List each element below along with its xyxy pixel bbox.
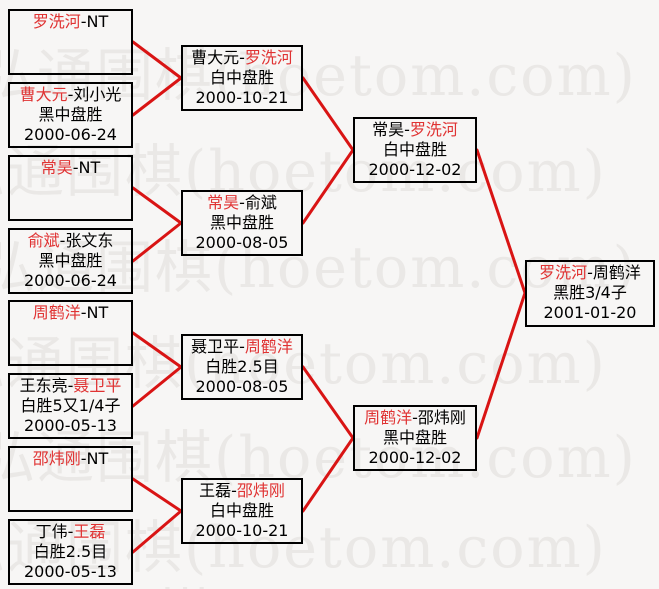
matchup: 罗洗河-周鹤洋: [527, 263, 653, 283]
matchup: 邵炜刚-NT: [10, 449, 131, 469]
winner-name: 常昊: [40, 158, 73, 177]
connector-line: [301, 76, 355, 152]
match-date: 2000-06-24: [24, 125, 117, 144]
match-box-r1-5: 周鹤洋-NT: [8, 300, 133, 366]
winner-name: 周鹤洋: [364, 408, 413, 427]
match-result: 白中盘胜: [209, 68, 274, 87]
matchup: 王磊-邵炜刚: [183, 481, 301, 501]
match-box-r2-3: 聂卫平-周鹤洋 白胜2.5目 2000-08-05: [181, 334, 303, 400]
match-date: 2000-10-21: [195, 521, 289, 540]
matchup: 王东亮-聂卫平: [10, 376, 131, 396]
match-box-r1-1: 罗洗河-NT: [8, 9, 133, 75]
opponent-name: -邵炜刚: [412, 408, 466, 427]
winner-name: 常昊: [207, 193, 240, 212]
connector-line: [301, 365, 355, 440]
match-box-sf-2: 周鹤洋-邵炜刚 黑中盘胜 2000-12-02: [353, 405, 477, 471]
winner-name: 王磊: [73, 522, 106, 541]
match-result: 黑中盘胜: [209, 213, 274, 232]
match-result: 黑中盘胜: [382, 428, 447, 447]
opponent-name: -周鹤洋: [587, 263, 641, 282]
match-box-r1-7: 邵炜刚-NT: [8, 446, 133, 512]
matchup: 常昊-俞斌: [183, 193, 301, 213]
opponent-name: 丁伟-: [35, 522, 74, 541]
match-box-r2-1: 曹大元-罗洗河 白中盘胜 2000-10-21: [181, 45, 303, 111]
opponent-name: -张文东: [59, 231, 114, 250]
matchup: 曹大元-罗洗河: [183, 48, 301, 68]
matchup: 常昊-NT: [10, 158, 131, 178]
match-date: 2000-05-13: [24, 562, 117, 581]
matchup: 丁伟-王磊: [10, 522, 131, 542]
match-box-r1-3: 常昊-NT: [8, 155, 133, 221]
matchup: 周鹤洋-邵炜刚: [355, 408, 475, 428]
matchup: 曹大元-刘小光: [10, 85, 131, 105]
winner-name: 周鹤洋: [244, 337, 293, 356]
matchup: 俞斌-张文东: [10, 231, 131, 251]
match-box-sf-1: 常昊-罗洗河 白中盘胜 2000-12-02: [353, 117, 477, 183]
match-result: 黑中盘胜: [38, 105, 103, 124]
winner-name: 罗洗河: [244, 48, 293, 67]
matchup: 常昊-罗洗河: [355, 120, 475, 140]
winner-name: 周鹤洋: [32, 303, 81, 322]
winner-name: 邵炜刚: [32, 449, 81, 468]
winner-name: 邵炜刚: [236, 481, 285, 500]
match-box-r1-8: 丁伟-王磊 白胜2.5目 2000-05-13: [8, 519, 133, 585]
match-result: 白中盘胜: [382, 140, 447, 159]
match-box-r1-4: 俞斌-张文东 黑中盘胜 2000-06-24: [8, 228, 133, 294]
match-result: 黑中盘胜: [38, 251, 103, 270]
match-result: 白胜5又1/4子: [20, 396, 121, 415]
matchup: 聂卫平-周鹤洋: [183, 337, 301, 357]
opponent-name: -NT: [72, 158, 101, 177]
opponent-name: -NT: [80, 303, 109, 322]
match-date: 2000-10-21: [195, 88, 289, 107]
opponent-name: -NT: [80, 12, 109, 31]
opponent-name: 王东亮-: [19, 376, 74, 395]
connector-line: [301, 148, 355, 225]
winner-name: 罗洗河: [539, 263, 588, 282]
winner-name: 聂卫平: [73, 376, 122, 395]
match-result: 白胜2.5目: [205, 357, 279, 376]
match-box-r1-6: 王东亮-聂卫平 白胜5又1/4子 2000-05-13: [8, 373, 133, 439]
match-date: 2000-12-02: [368, 448, 462, 467]
match-result: 白胜2.5目: [33, 542, 108, 561]
match-date: 2000-08-05: [195, 233, 289, 252]
match-date: 2001-01-20: [543, 303, 637, 322]
matchup: 周鹤洋-NT: [10, 303, 131, 323]
connector-line: [131, 221, 183, 263]
connector-line: [131, 331, 183, 369]
match-result: 黑胜3/4子: [553, 283, 627, 302]
opponent-name: 常昊-: [372, 120, 410, 139]
match-date: 2000-06-24: [24, 271, 117, 290]
match-box-r1-2: 曹大元-刘小光 黑中盘胜 2000-06-24: [8, 82, 133, 148]
opponent-name: -NT: [80, 449, 109, 468]
connector-line: [131, 76, 183, 117]
match-box-r2-4: 王磊-邵炜刚 白中盘胜 2000-10-21: [181, 478, 303, 544]
opponent-name: -俞斌: [239, 193, 277, 212]
match-box-r2-2: 常昊-俞斌 黑中盘胜 2000-08-05: [181, 190, 303, 256]
opponent-name: -刘小光: [67, 85, 122, 104]
winner-name: 曹大元: [19, 85, 68, 104]
connector-line: [131, 186, 183, 225]
match-result: 白中盘胜: [209, 501, 274, 520]
winner-name: 罗洗河: [409, 120, 458, 139]
connector-line: [131, 509, 183, 554]
opponent-name: 王磊-: [199, 481, 237, 500]
connector-line: [301, 436, 355, 513]
opponent-name: 聂卫平-: [191, 337, 245, 356]
connector-line: [475, 148, 527, 295]
connector-line: [131, 477, 183, 513]
winner-name: 罗洗河: [32, 12, 81, 31]
match-box-final: 罗洗河-周鹤洋 黑胜3/4子 2001-01-20: [525, 260, 655, 327]
matchup: 罗洗河-NT: [10, 12, 131, 32]
match-date: 2000-08-05: [195, 377, 289, 396]
opponent-name: 曹大元-: [191, 48, 245, 67]
connector-line: [131, 365, 183, 408]
winner-name: 俞斌: [27, 231, 60, 250]
match-date: 2000-12-02: [368, 160, 462, 179]
match-date: 2000-05-13: [24, 416, 117, 435]
connector-line: [475, 291, 527, 440]
connector-line: [131, 40, 183, 80]
